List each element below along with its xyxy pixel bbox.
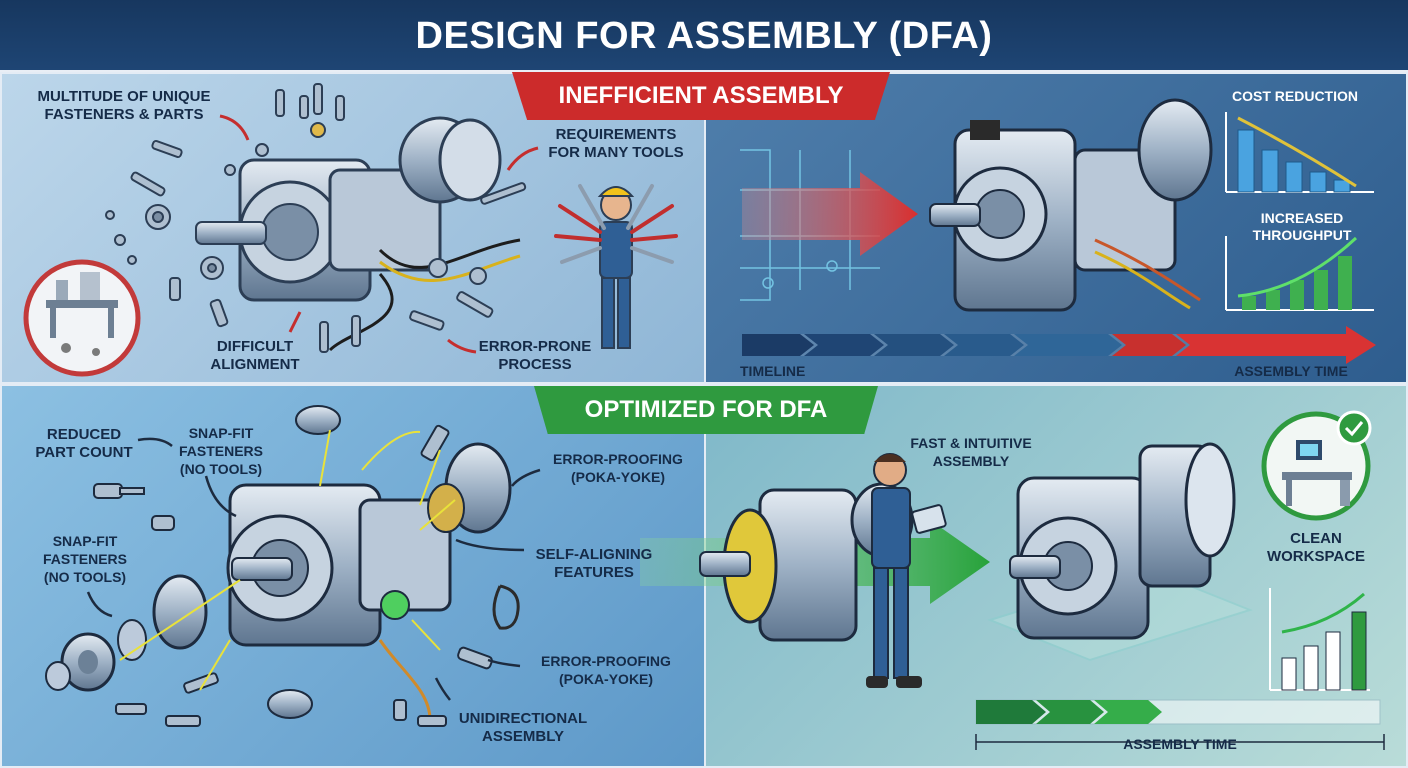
label-assembly-time-top: ASSEMBLY TIME [1234, 363, 1348, 379]
label-increased-throughput: INCREASED THROUGHPUT [1252, 210, 1352, 243]
label-clean-workspace: CLEAN WORKSPACE [1266, 530, 1366, 565]
scattered-fasteners [105, 83, 527, 353]
timeline-bar [742, 326, 1376, 364]
motor-assembly-top [929, 98, 1213, 312]
label-poka-yoke-top: ERROR-PROOFING (POKA-YOKE) [553, 451, 683, 485]
label-reduced-part-count: REDUCED PART COUNT [35, 426, 133, 461]
callout-arrows-top [219, 114, 539, 354]
page-title: DESIGN FOR ASSEMBLY (DFA) [415, 15, 993, 57]
label-error-prone: ERROR-PRONE PROCESS [478, 338, 592, 373]
throughput-chart [1225, 236, 1374, 311]
assembly-time-bar [975, 699, 1385, 750]
worker-many-tools [554, 184, 678, 349]
exploded-motor-top [195, 116, 521, 352]
red-flow-arrow [742, 172, 918, 256]
label-multitude: MULTITUDE OF UNIQUE FASTENERS & PARTS [37, 88, 211, 123]
yellow-guide-lines [119, 429, 456, 691]
label-tools: REQUIREMENTS FOR MANY TOOLS [548, 126, 684, 161]
optimized-fasteners [93, 424, 493, 727]
cluttered-workbench-inset [23, 259, 141, 377]
label-poka-yoke-bottom: ERROR-PROOFING (POKA-YOKE) [541, 653, 671, 687]
finished-motor [987, 442, 1253, 662]
growth-chart [1269, 588, 1370, 691]
cost-reduction-chart [1225, 112, 1374, 193]
clean-workspace-inset [1261, 410, 1372, 521]
inefficient-banner: INEFFICIENT ASSEMBLY [512, 72, 890, 120]
optimized-banner: OPTIMIZED FOR DFA [534, 386, 878, 434]
label-fast-intuitive: FAST & INTUITIVE ASSEMBLY [910, 435, 1032, 469]
label-cost-reduction: COST REDUCTION [1232, 88, 1358, 104]
label-self-aligning: SELF-ALIGNING FEATURES [535, 546, 653, 581]
label-snap-fit-top: SNAP-FIT FASTENERS (NO TOOLS) [178, 425, 263, 477]
title-bar [0, 0, 1408, 73]
label-unidirectional: UNIDIRECTIONAL ASSEMBLY [458, 710, 588, 745]
label-timeline: TIMELINE [740, 363, 806, 379]
label-assembly-time-bottom: ASSEMBLY TIME [1123, 736, 1237, 752]
callout-arrows-bottom [86, 437, 541, 701]
worker-tablet [866, 453, 947, 688]
optimized-motor-exploded [45, 405, 520, 721]
label-alignment: DIFFICULT ALIGNMENT [210, 338, 300, 373]
label-snap-fit-left: SNAP-FIT FASTENERS (NO TOOLS) [42, 533, 127, 585]
